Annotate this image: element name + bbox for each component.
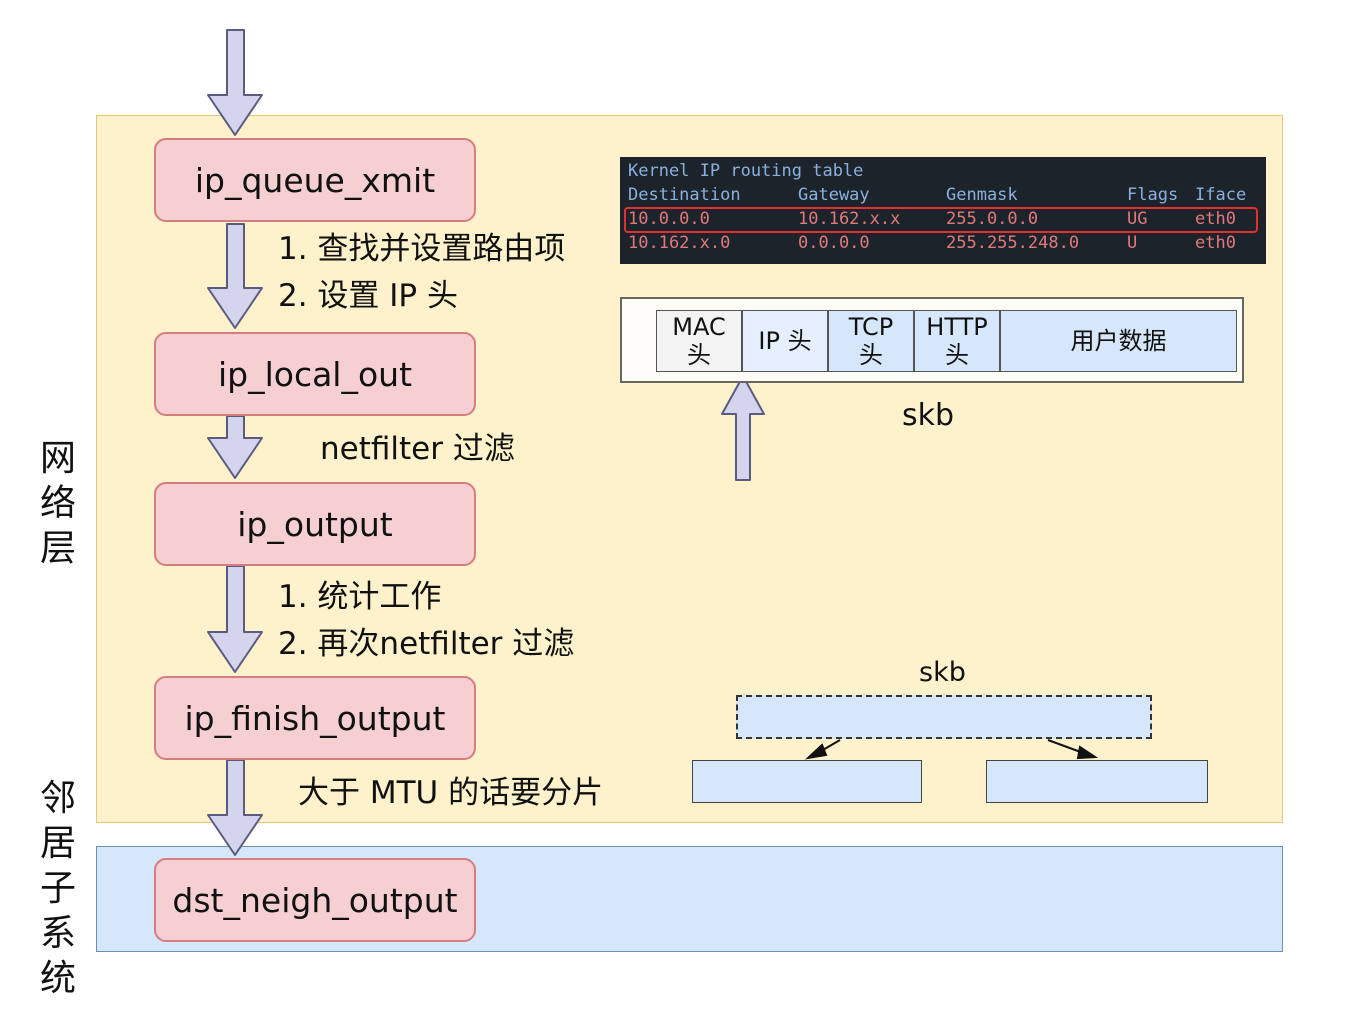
user-data-cell: 用户数据 xyxy=(1000,310,1237,372)
routing-table-terminal: Kernel IP routing table Destination Gate… xyxy=(620,157,1266,264)
step-statistics: 1. 统计工作 xyxy=(278,579,442,615)
tcp-header-cell: TCP 头 xyxy=(828,310,914,372)
routing-table-row: 10.0.0.0 10.162.x.x 255.0.0.0 UG eth0 xyxy=(628,209,1236,229)
routing-table-row: 10.162.x.0 0.0.0.0 255.255.248.0 U eth0 xyxy=(628,233,1236,253)
fragment-left-box xyxy=(692,760,922,803)
ip-finish-output-box: ip_finish_output xyxy=(154,676,476,760)
original-skb-box xyxy=(736,695,1152,739)
skb-label: skb xyxy=(902,398,955,433)
flow-arrow-3 xyxy=(207,415,263,479)
ip-header-pointer-arrow xyxy=(721,375,765,481)
step-netfilter-again: 2. 再次netfilter 过滤 xyxy=(278,626,575,662)
step-fragment: 大于 MTU 的话要分片 xyxy=(298,775,604,811)
step-set-ip-header: 2. 设置 IP 头 xyxy=(278,278,458,314)
flow-arrow-5 xyxy=(207,759,263,856)
ip-header-cell: IP 头 xyxy=(742,310,828,372)
routing-table-highlight xyxy=(624,207,1258,233)
ip-queue-xmit-box: ip_queue_xmit xyxy=(154,138,476,222)
http-header-cell: HTTP 头 xyxy=(914,310,1000,372)
ip-local-out-box: ip_local_out xyxy=(154,332,476,416)
ip-output-box: ip_output xyxy=(154,482,476,566)
dst-neigh-output-box: dst_neigh_output xyxy=(154,858,476,942)
flow-arrow-4 xyxy=(207,565,263,673)
step-netfilter: netfilter 过滤 xyxy=(320,431,515,467)
network-layer-label: 网 络 层 xyxy=(39,438,76,569)
routing-table-title: Kernel IP routing table xyxy=(628,161,864,181)
step-route-lookup: 1. 查找并设置路由项 xyxy=(278,231,566,267)
mac-header-cell: MAC 头 xyxy=(656,310,742,372)
flow-arrow-1 xyxy=(207,29,263,136)
neighbor-subsystem-label: 邻 居 子 系 统 xyxy=(39,778,76,999)
routing-table-header: Destination Gateway Genmask Flags Iface xyxy=(628,185,1247,205)
fragment-skb-label: skb xyxy=(919,657,966,688)
flow-arrow-2 xyxy=(207,223,263,329)
fragment-right-box xyxy=(986,760,1208,803)
